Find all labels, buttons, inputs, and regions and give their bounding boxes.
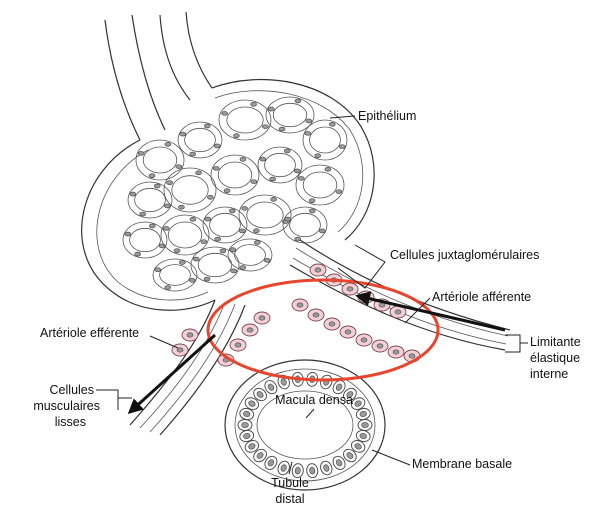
juxtaglomerular-cell [342, 283, 358, 295]
capillary-loop [203, 207, 247, 243]
capillary-loop [161, 215, 209, 255]
label-juxtaglomerular-cells: Cellules juxtaglomérulaires [390, 248, 539, 262]
capillary-loop [123, 222, 167, 258]
capillary-loop [191, 247, 239, 283]
label-macula-densa: Macula densa [275, 393, 353, 407]
label-limitante-2: élastique [530, 351, 580, 365]
juxtaglomerular-cell [172, 344, 188, 356]
efferent-arteriole [130, 300, 245, 435]
label-muscle-3: lisses [55, 415, 86, 429]
label-efferent-arteriole: Artériole efférente [40, 326, 139, 340]
capillary-loop [128, 182, 172, 218]
tubule-cell [319, 373, 334, 390]
capillary-loop [164, 168, 216, 212]
juxtaglomerular-cell [356, 334, 372, 346]
juxtaglomerular-cell [230, 339, 246, 351]
capillary-loop [178, 122, 222, 158]
juxtaglomerular-cell [372, 340, 388, 352]
juxtaglomerular-cell [182, 329, 198, 341]
capillary-loop [283, 207, 327, 243]
capillary-loop [296, 165, 344, 205]
label-muscle-1: Cellules [50, 383, 94, 397]
label-membrane-basale: Membrane basale [412, 457, 512, 471]
capillary-loop [258, 147, 302, 183]
capillary-loop [219, 100, 271, 140]
label-afferent-arteriole: Artériole afférente [432, 290, 531, 304]
juxtaglomerular-cell [324, 318, 340, 330]
tubule-cell [319, 460, 334, 477]
capillary-loop [228, 239, 272, 271]
stalk-tube [105, 12, 212, 140]
efferent-flow-arrow [130, 335, 215, 412]
label-tubule-1: Tubule [271, 476, 309, 490]
label-limitante-3: interne [530, 367, 568, 381]
juxtaglomerular-cell [254, 312, 270, 324]
juxtaglomerular-cell [310, 264, 326, 276]
tubule-cells [238, 372, 372, 479]
capillary-loop [153, 259, 197, 291]
juxtaglomerular-cell [308, 309, 324, 321]
juxtaglomerular-cell [292, 299, 308, 311]
juxtaglomerular-cell [388, 346, 404, 358]
capillary-loop [136, 140, 184, 180]
label-epithelium: Epithélium [358, 109, 416, 123]
tubule-cell [358, 420, 372, 431]
juxtaglomerular-cell [242, 324, 258, 336]
label-muscle-2: musculaires [33, 399, 100, 413]
juxtaglomerular-cell [340, 326, 356, 338]
label-tubule-2: distal [275, 492, 304, 506]
capillary-loop [303, 120, 347, 160]
capillary-loop [211, 155, 259, 195]
label-limitante-1: Limitante [530, 335, 581, 349]
capillary-loop [266, 97, 314, 133]
capillary-loops [123, 97, 347, 291]
tubule-cell [238, 420, 252, 431]
